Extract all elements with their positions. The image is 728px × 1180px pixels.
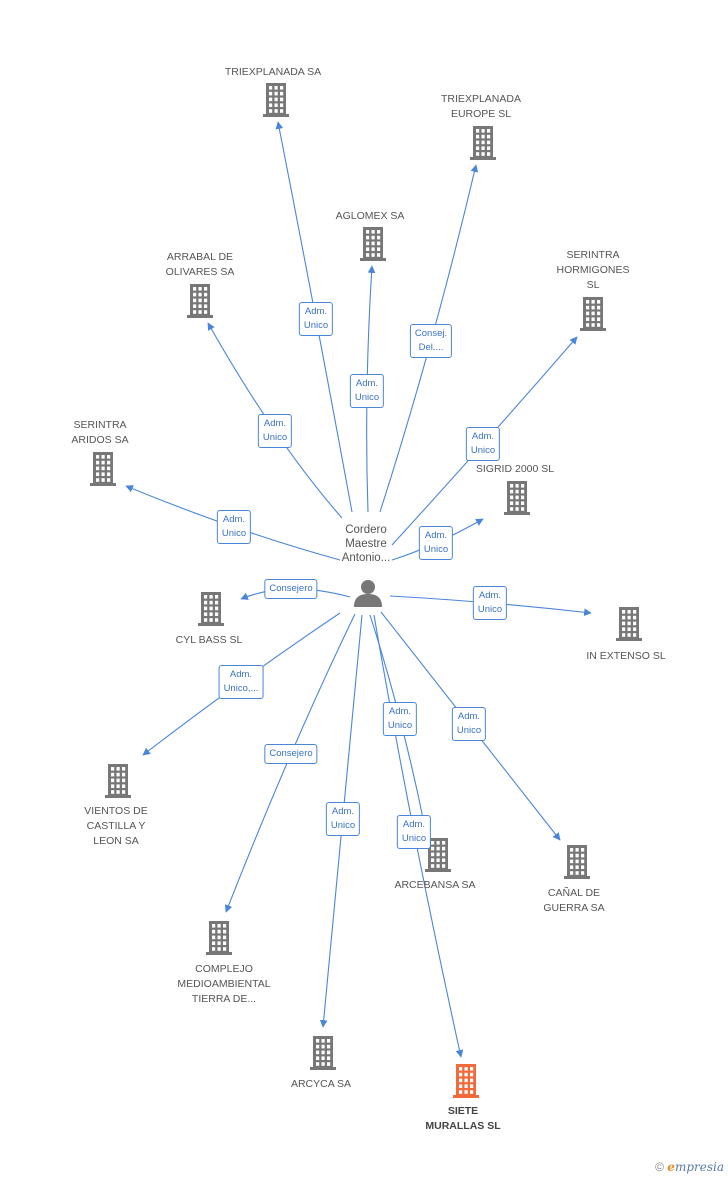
company-label-cyl-bass[interactable]: CYL BASS SL	[175, 634, 243, 646]
building-icon-siete[interactable]	[453, 1064, 479, 1098]
company-label-canal[interactable]: CAÑAL DE GUERRA SA	[543, 887, 605, 914]
building-icon-arceansa[interactable]	[425, 838, 451, 872]
company-label-aglomex[interactable]: AGLOMEX SA	[335, 210, 405, 222]
company-label-triexplanada-europe[interactable]: TRIEXPLANADA EUROPE SL	[441, 93, 521, 120]
relation-label-arceansa[interactable]: Adm. Unico	[382, 702, 418, 736]
company-label-complejo[interactable]: COMPLEJO MEDIOAMBIENTAL TIERRA DE...	[177, 963, 271, 1005]
building-icon-sigrid[interactable]	[504, 481, 530, 515]
person-icon-head	[361, 580, 375, 594]
building-icon-triexplanada-europe[interactable]	[470, 126, 496, 160]
company-label-arceansa[interactable]: ARCEBANSA SA	[394, 879, 476, 891]
company-label-in-extenso[interactable]: IN EXTENSO SL	[586, 650, 666, 662]
building-icon-serintra-aridos[interactable]	[90, 452, 116, 486]
building-icon-canal[interactable]	[564, 845, 590, 879]
company-label-triexplanada[interactable]: TRIEXPLANADA SA	[224, 66, 322, 78]
relation-label-triexplanada-europe[interactable]: Consej. Del....	[409, 324, 453, 358]
person-node[interactable]	[354, 580, 382, 607]
company-label-vientos[interactable]: VIENTOS DE CASTILLA Y LEON SA	[84, 805, 148, 847]
copyright-symbol: ©	[655, 1160, 664, 1174]
company-buildings	[90, 83, 642, 1098]
relation-label-aglomex[interactable]: Adm. Unico	[349, 374, 385, 408]
building-icon-aglomex[interactable]	[360, 227, 386, 261]
company-label-serintra-aridos[interactable]: SERINTRA ARIDOS SA	[71, 419, 129, 446]
building-icon-triexplanada[interactable]	[263, 83, 289, 117]
company-label-siete[interactable]: SIETE MURALLAS SL	[425, 1105, 501, 1132]
relation-label-serintra-hormigones[interactable]: Adm. Unico	[465, 427, 501, 461]
building-icon-cyl-bass[interactable]	[198, 592, 224, 626]
relation-label-siete[interactable]: Adm. Unico	[396, 815, 432, 849]
building-icon-vientos[interactable]	[105, 764, 131, 798]
relation-label-canal[interactable]: Adm. Unico	[451, 707, 487, 741]
relation-label-cyl-bass[interactable]: Consejero	[264, 579, 318, 599]
relation-label-arcyca[interactable]: Adm. Unico	[325, 802, 361, 836]
building-icon-arcyca[interactable]	[310, 1036, 336, 1070]
building-icon-serintra-hormigones[interactable]	[580, 297, 606, 331]
relation-label-complejo[interactable]: Consejero	[264, 744, 318, 764]
building-icon-in-extenso[interactable]	[616, 607, 642, 641]
company-label-sigrid[interactable]: SIGRID 2000 SL	[475, 463, 555, 475]
company-label-serintra-hormigones[interactable]: SERINTRA HORMIGONES SL	[556, 249, 630, 291]
relation-label-in-extenso[interactable]: Adm. Unico	[472, 586, 508, 620]
watermark: © empresia	[655, 1160, 724, 1174]
building-icon-arrabal[interactable]	[187, 284, 213, 318]
relation-label-serintra-aridos[interactable]: Adm. Unico	[216, 510, 252, 544]
company-label-arcyca[interactable]: ARCYCA SA	[290, 1078, 352, 1090]
company-label-arrabal[interactable]: ARRABAL DE OLIVARES SA	[165, 251, 235, 278]
relation-label-arrabal[interactable]: Adm. Unico	[257, 414, 293, 448]
relation-label-triexplanada[interactable]: Adm. Unico	[298, 302, 334, 336]
relation-label-sigrid[interactable]: Adm. Unico	[418, 526, 454, 560]
relation-label-vientos[interactable]: Adm. Unico,...	[218, 665, 264, 699]
person-icon	[354, 594, 382, 607]
brand-logo: empresia	[667, 1160, 724, 1174]
building-icon-complejo[interactable]	[206, 921, 232, 955]
person-name[interactable]: Cordero Maestre Antonio...	[341, 524, 391, 564]
